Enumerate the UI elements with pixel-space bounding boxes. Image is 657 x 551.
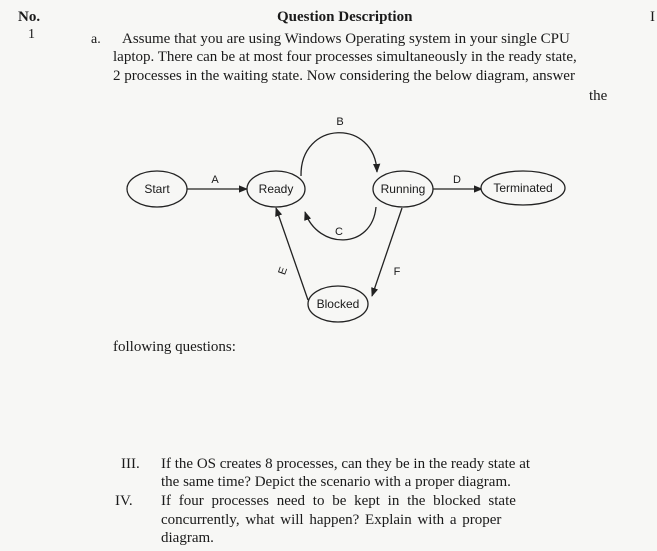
row-number: 1 bbox=[28, 27, 35, 42]
no-column-label: No. bbox=[18, 9, 41, 25]
edge-mark: I bbox=[650, 9, 655, 25]
transition-c-arrow bbox=[304, 206, 377, 241]
question-line-2: laptop. There can be at most four proces… bbox=[113, 49, 577, 65]
transition-c-label: C bbox=[335, 226, 343, 238]
ready-label: Ready bbox=[259, 182, 294, 196]
transition-b-arrow bbox=[300, 132, 381, 177]
sub-question-line: concurrently, what will happen? Explain … bbox=[161, 512, 502, 528]
blocked-state bbox=[307, 285, 369, 323]
blocked-label: Blocked bbox=[317, 297, 360, 311]
question-continuation: following questions: bbox=[113, 339, 236, 355]
transition-e-label: E bbox=[276, 265, 290, 276]
sub-question-roman: III. bbox=[121, 456, 140, 472]
question-title: Question Description bbox=[277, 9, 413, 25]
running-state bbox=[372, 170, 434, 208]
transition-f-arrow bbox=[371, 207, 403, 297]
transition-a-label: A bbox=[211, 174, 219, 186]
part-label: a. bbox=[91, 32, 101, 47]
transition-f-label: F bbox=[394, 266, 401, 278]
sub-question-line: If the OS creates 8 processes, can they … bbox=[161, 456, 531, 472]
sub-question-line: If four processes need to be kept in the… bbox=[161, 493, 516, 509]
sub-question-line: the same time? Depict the scenario with … bbox=[161, 474, 511, 490]
start-state bbox=[126, 170, 188, 208]
terminated-label: Terminated bbox=[493, 181, 552, 195]
question-line-1: Assume that you are using Windows Operat… bbox=[122, 31, 570, 47]
transition-e-arrow bbox=[275, 207, 309, 301]
terminated-state bbox=[480, 170, 566, 206]
transition-b-label: B bbox=[336, 116, 343, 128]
question-trailing-word: the bbox=[589, 88, 608, 104]
sub-question-roman: IV. bbox=[115, 493, 133, 509]
sub-question-line: diagram. bbox=[161, 530, 214, 546]
running-label: Running bbox=[381, 182, 426, 196]
ready-state bbox=[246, 170, 306, 208]
question-line-3: 2 processes in the waiting state. Now co… bbox=[113, 68, 575, 84]
start-label: Start bbox=[144, 182, 170, 196]
transition-d-label: D bbox=[453, 174, 461, 186]
